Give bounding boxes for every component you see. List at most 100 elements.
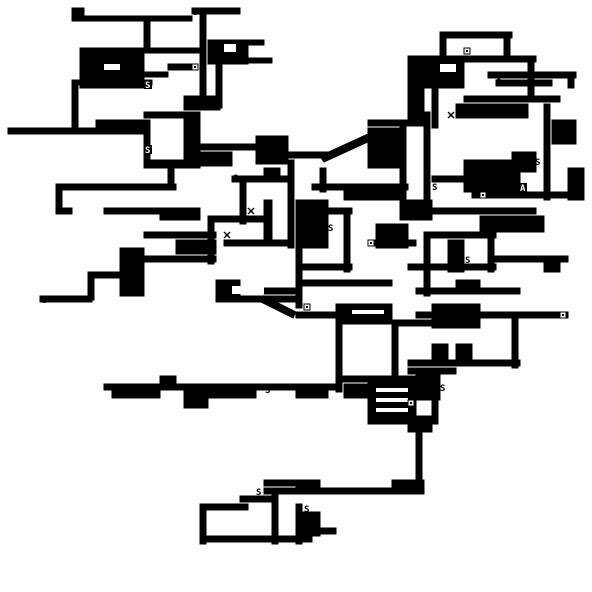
chamber-block [343,383,369,399]
wall-segment [143,231,217,239]
wall-segment [207,215,273,223]
wall-segment [55,183,177,191]
wall-layer [7,7,585,545]
staircase-icon: S [145,146,150,156]
altar-icon: A [520,184,526,194]
wall-segment [215,295,297,303]
wall-segment [423,231,497,239]
wall-segment [431,367,439,425]
chamber-block [479,215,545,233]
room-interior [152,150,176,156]
rubble-icon [463,111,471,119]
chamber-block [463,159,521,193]
staircase-icon: S [233,174,238,184]
staircase-icon: S [535,158,540,168]
wall-segment [343,207,351,273]
room-interior [152,122,176,128]
wall-segment [439,31,447,57]
wall-segment [407,359,521,367]
door-knob [482,194,484,196]
wall-segment [415,423,423,489]
wall-segment [143,255,217,263]
door-knob [306,306,308,308]
rubble-icon [207,103,215,111]
wall-segment [143,47,205,54]
staircase-icon: S [232,294,237,304]
chamber-block [511,151,537,173]
chamber-block [95,119,145,133]
wall-segment [567,71,575,89]
diagonal-corridor [319,133,373,163]
door-knob [194,66,196,68]
room-interior [352,310,384,314]
staircase-icon: S [496,78,501,88]
staircase-icon: S [304,505,309,515]
chamber-block [543,255,561,273]
chamber-block [295,383,329,399]
chamber-block [295,479,321,493]
wall-segment [287,159,295,249]
wall-segment [415,287,521,295]
staircase-icon: S [440,384,445,394]
wall-segment [495,79,553,87]
chamber-block [183,383,209,409]
wall-segment [71,79,79,131]
wall-segment [199,503,207,545]
room-interior [376,398,408,402]
wall-segment [223,239,289,247]
door-knob [466,50,468,52]
wall-segment [207,57,273,64]
staircase-icon-bg [144,80,152,89]
chamber-block [175,239,217,255]
room-interior [232,286,264,294]
staircase-icon: S [328,224,333,234]
wall-segment [399,119,407,211]
chamber-block [159,207,201,221]
room-interior-layer [104,44,456,412]
wall-segment [415,311,569,319]
altar-icon: A [128,64,134,74]
wall-segment [199,11,207,103]
room-interior [432,240,446,260]
chamber-block [431,343,449,361]
staircase-icon: S [256,488,261,498]
chamber-block [343,183,401,201]
door-knob [410,402,412,404]
wall-segment [439,31,513,39]
chamber-block [455,343,473,361]
wall-segment [55,207,73,215]
wall-segment [191,7,241,15]
staircase-icon: S [408,263,413,273]
wall-segment [503,31,511,57]
staircase-icon: S [465,256,470,266]
wall-segment [319,167,327,193]
wall-segment [199,535,313,543]
rubble-icon [247,207,255,215]
wall-segment [199,143,257,151]
door-knob [370,242,372,244]
chamber-block [399,199,433,221]
chamber-block [295,511,321,537]
wall-segment [423,111,431,209]
staircase-icon: S [432,183,437,193]
wall-segment [199,503,249,511]
room-interior [224,44,236,52]
diagonal-corridor [260,295,297,319]
chamber-block [255,135,289,165]
rubble-icon [199,103,207,111]
wall-segment [239,175,247,225]
wall-segment [263,199,273,241]
wall-segment [367,239,417,247]
wall-segment [295,247,303,309]
room-interior [376,388,408,392]
wall-segment [527,55,535,97]
rubble-icon [223,231,231,239]
chamber-block [199,151,233,167]
staircase-icon-bg [144,145,152,154]
wall-segment [295,279,393,287]
chamber-block [207,383,257,399]
wall-segment [71,79,153,86]
room-interior [152,136,176,142]
